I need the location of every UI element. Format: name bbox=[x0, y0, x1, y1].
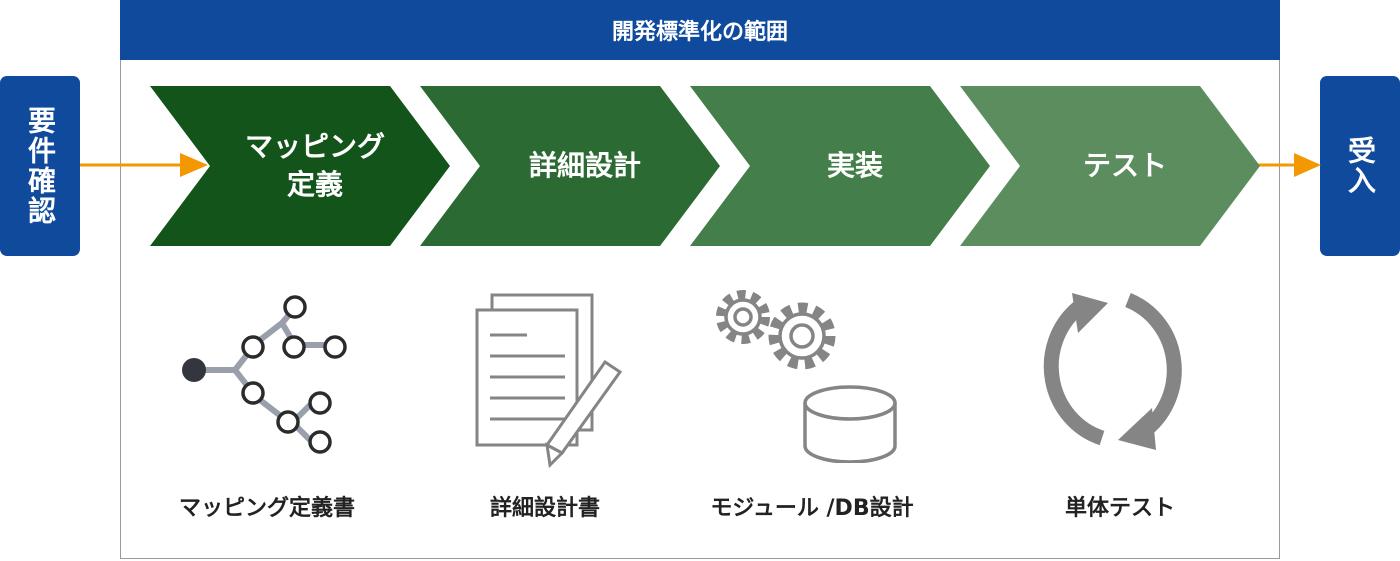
deliverable-detailed-design-doc: 詳細設計書 bbox=[489, 496, 600, 521]
deliverable-module-db-design: モジュール /DB設計 bbox=[710, 496, 914, 521]
phase-label: 詳細設計 bbox=[528, 149, 641, 183]
acceptance-box: 受入 bbox=[1320, 76, 1400, 256]
scope-header: 開発標準化の範囲 bbox=[120, 0, 1280, 60]
phase-label: 実装 bbox=[826, 149, 883, 183]
output-arrow-icon bbox=[1258, 153, 1321, 177]
phase-label: マッピング 定義 bbox=[244, 130, 385, 201]
phase-implementation: 実装 bbox=[690, 86, 990, 246]
document-pencil-icon bbox=[475, 293, 623, 469]
requirements-box: 要件確認 bbox=[0, 76, 80, 256]
tree-icon bbox=[182, 295, 347, 454]
deliverable-mapping-definition-doc: マッピング定義書 bbox=[178, 496, 355, 521]
gears-database-icon bbox=[716, 290, 897, 463]
deliverable-unit-test: 単体テスト bbox=[1064, 496, 1175, 521]
standardization-scope-frame bbox=[120, 0, 1280, 559]
phase-label: テスト bbox=[1082, 149, 1167, 183]
input-arrow-icon bbox=[80, 153, 208, 177]
cycle-icon bbox=[1043, 293, 1182, 450]
